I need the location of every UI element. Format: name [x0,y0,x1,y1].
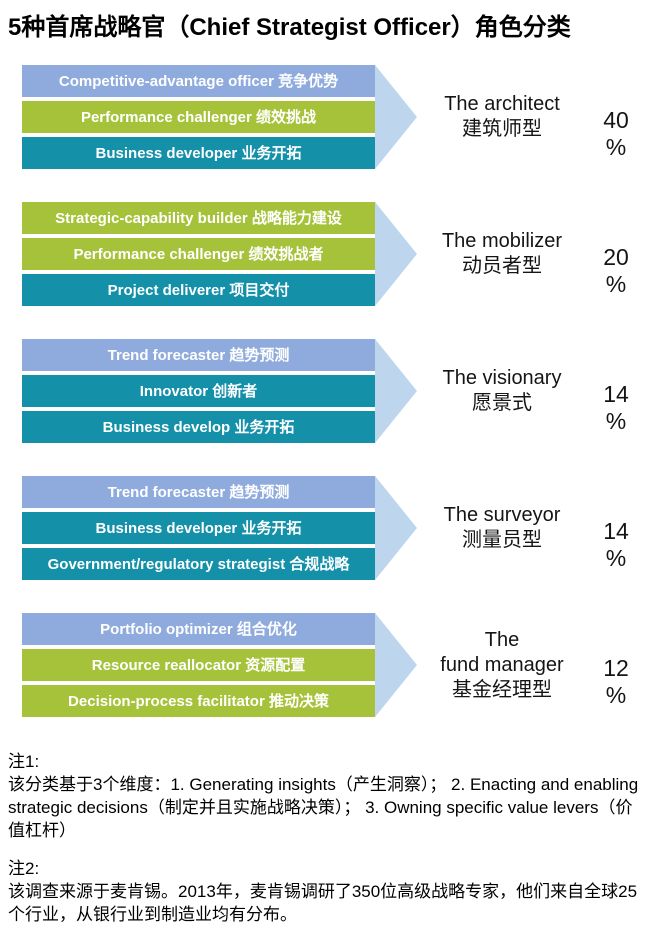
capability-bar-label: Strategic-capability builder 战略能力建设 [55,209,342,227]
role-group-mobilizer: Strategic-capability builder 战略能力建设 Perf… [22,202,652,306]
footnote-2: 注2: 该调查来源于麦肯锡。2013年，麦肯锡调研了350位高级战略专家，他们来… [8,857,642,926]
capability-bar-label: Innovator 创新者 [139,382,258,400]
capability-bar-label: Trend forecaster 趋势预测 [107,346,290,364]
capability-bar: Government/regulatory strategist 合规战略 [22,548,375,580]
role-group-visionary: Trend forecaster 趋势预测 Innovator 创新者 Busi… [22,339,652,443]
role-name-line: 测量员型 [462,529,542,551]
percent-unit: % [605,682,627,708]
capability-bar-label: Performance challenger 绩效挑战者 [73,245,324,263]
capability-bar-label: Business developer 业务开拓 [95,519,302,537]
capability-bar: Project deliverer 项目交付 [22,274,375,306]
footnotes: 注1: 该分类基于3个维度：1. Generating insights（产生洞… [8,750,642,926]
percent-unit: % [605,408,627,434]
percent-value: 12 [603,655,629,681]
page-title: 5种首席战略官（Chief Strategist Officer）角色分类 [8,14,571,41]
arrow-right-icon [375,202,417,306]
arrow-right-icon [375,476,417,580]
capability-bar: Performance challenger 绩效挑战 [22,101,375,133]
capability-bar-label: Trend forecaster 趋势预测 [107,483,290,501]
role-label: The visionary 愿景式 [417,366,587,416]
capability-bar-label: Project deliverer 项目交付 [107,281,290,299]
footnote-1: 注1: 该分类基于3个维度：1. Generating insights（产生洞… [8,750,642,842]
capability-bar-label: Decision-process facilitator 推动决策 [68,692,329,710]
arrow-right-icon [375,65,417,169]
capability-bar-label: Portfolio optimizer 组合优化 [100,620,297,638]
role-label: The architect 建筑师型 [417,92,587,142]
arrow-right-icon [375,339,417,443]
role-group-surveyor: Trend forecaster 趋势预测 Business developer… [22,476,652,580]
infographic: 5种首席战略官（Chief Strategist Officer）角色分类 Co… [0,12,652,926]
capability-bars: Strategic-capability builder 战略能力建设 Perf… [22,202,375,306]
role-name-line: fund manager [440,653,564,676]
percent-unit: % [605,271,627,297]
percentage: 12 % [587,655,645,709]
role-name-line: The [484,628,520,651]
capability-bar: Business developer 业务开拓 [22,137,375,169]
arrow-right-icon [375,613,417,717]
role-name-line: 动员者型 [462,255,542,277]
role-group-architect: Competitive-advantage officer 竞争优势 Perfo… [22,65,652,169]
footnote-heading: 注2: [8,859,40,878]
role-name-line: 建筑师型 [462,118,542,140]
capability-bar: Resource reallocator 资源配置 [22,649,375,681]
footnote-body: 该分类基于3个维度：1. Generating insights（产生洞察）； … [8,775,639,840]
role-name-line: 基金经理型 [452,678,552,701]
percentage: 14 % [587,518,645,572]
role-name-line: The architect [444,93,560,115]
percentage: 40 % [587,107,645,161]
capability-bar: Performance challenger 绩效挑战者 [22,238,375,270]
percent-unit: % [605,545,627,571]
role-groups: Competitive-advantage officer 竞争优势 Perfo… [22,65,652,717]
capability-bar: Innovator 创新者 [22,375,375,407]
role-label: The mobilizer 动员者型 [417,229,587,279]
footnote-body: 该调查来源于麦肯锡。2013年，麦肯锡调研了350位高级战略专家，他们来自全球2… [8,882,638,924]
footnote-heading: 注1: [8,752,40,771]
role-label: The surveyor 测量员型 [417,503,587,553]
capability-bar-label: Competitive-advantage officer 竞争优势 [58,72,339,90]
role-name-line: The visionary [442,367,562,389]
role-group-fund-manager: Portfolio optimizer 组合优化 Resource reallo… [22,613,652,717]
percent-value: 20 [603,244,629,270]
capability-bar: Business develop 业务开拓 [22,411,375,443]
capability-bars: Portfolio optimizer 组合优化 Resource reallo… [22,613,375,717]
capability-bars: Trend forecaster 趋势预测 Innovator 创新者 Busi… [22,339,375,443]
capability-bar-label: Government/regulatory strategist 合规战略 [47,555,350,573]
capability-bar: Business developer 业务开拓 [22,512,375,544]
capability-bar: Decision-process facilitator 推动决策 [22,685,375,717]
percentage: 14 % [587,381,645,435]
capability-bar: Strategic-capability builder 战略能力建设 [22,202,375,234]
capability-bar: Competitive-advantage officer 竞争优势 [22,65,375,97]
percent-unit: % [605,134,627,160]
capability-bar-label: Performance challenger 绩效挑战 [80,108,317,126]
role-label: The fund manager 基金经理型 [417,628,587,703]
role-name-line: The surveyor [443,504,561,526]
capability-bar: Portfolio optimizer 组合优化 [22,613,375,645]
capability-bar: Trend forecaster 趋势预测 [22,339,375,371]
capability-bars: Trend forecaster 趋势预测 Business developer… [22,476,375,580]
role-name-line: 愿景式 [472,392,532,414]
capability-bars: Competitive-advantage officer 竞争优势 Perfo… [22,65,375,169]
capability-bar-label: Resource reallocator 资源配置 [91,656,306,674]
capability-bar: Trend forecaster 趋势预测 [22,476,375,508]
role-name-line: The mobilizer [441,230,563,252]
percentage: 20 % [587,244,645,298]
capability-bar-label: Business develop 业务开拓 [102,418,295,436]
capability-bar-label: Business developer 业务开拓 [95,144,302,162]
percent-value: 14 [603,381,629,407]
percent-value: 40 [603,107,629,133]
percent-value: 14 [603,518,629,544]
